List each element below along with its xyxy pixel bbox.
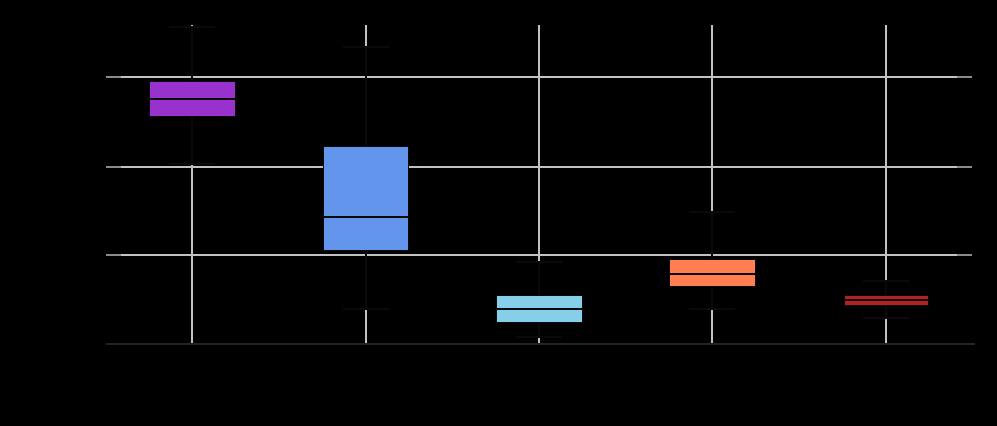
lower-whisker-3 — [538, 323, 540, 337]
median-line-3 — [496, 308, 583, 310]
vertical-gridline-5 — [885, 25, 887, 344]
right-tick-stub-3 — [957, 254, 972, 256]
lower-whisker-5 — [885, 306, 887, 318]
left-tick-stub-3 — [106, 254, 121, 256]
upper-whisker-5 — [885, 281, 887, 295]
median-line-4 — [669, 273, 756, 275]
upper-whisker-cap-1 — [168, 26, 215, 28]
vertical-gridline-4 — [711, 25, 713, 344]
upper-whisker-1 — [190, 27, 193, 81]
lower-whisker-cap-4 — [689, 308, 735, 310]
right-tick-stub-1 — [957, 76, 972, 78]
lower-whisker-1 — [190, 117, 193, 164]
x-axis-spine — [106, 343, 975, 345]
vertical-gridline-3 — [538, 25, 540, 344]
left-tick-stub-1 — [106, 76, 121, 78]
lower-whisker-2 — [365, 251, 367, 309]
vertical-gridline-1 — [190, 25, 193, 344]
left-tick-stub-2 — [106, 166, 121, 168]
upper-whisker-3 — [538, 262, 540, 295]
upper-whisker-cap-2 — [343, 46, 389, 48]
lower-whisker-cap-2 — [343, 308, 389, 310]
upper-whisker-2 — [365, 47, 367, 146]
box-2 — [323, 146, 409, 251]
lower-whisker-cap-3 — [516, 336, 562, 338]
horizontal-gridline-3 — [106, 254, 972, 256]
upper-whisker-cap-5 — [863, 280, 909, 282]
median-line-5 — [844, 299, 929, 301]
right-tick-stub-2 — [957, 166, 972, 168]
median-line-1 — [149, 98, 236, 100]
lower-whisker-cap-1 — [168, 163, 215, 165]
horizontal-gridline-2 — [106, 166, 972, 168]
lower-whisker-cap-5 — [863, 317, 909, 319]
median-line-2 — [323, 216, 409, 218]
upper-whisker-4 — [711, 212, 713, 259]
horizontal-gridline-1 — [106, 76, 972, 78]
lower-whisker-4 — [711, 287, 713, 309]
upper-whisker-cap-3 — [516, 261, 562, 263]
upper-whisker-cap-4 — [689, 211, 735, 213]
